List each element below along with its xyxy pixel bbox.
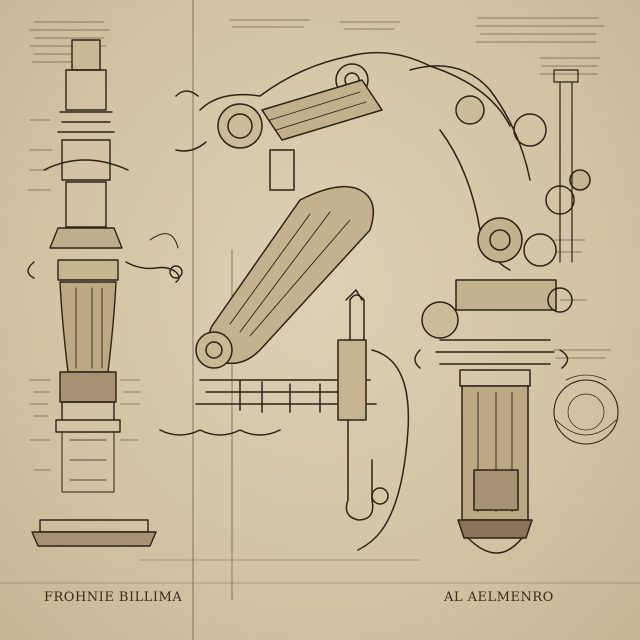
left-mechanical-column [27, 39, 183, 547]
center-robotic-arm [159, 51, 511, 551]
right-armored-column [409, 65, 591, 554]
handwritten-notes [27, 17, 611, 471]
caption-left: FROHNIE BILLIMA [44, 590, 183, 605]
right-rod [553, 69, 579, 263]
caption-right: AL AELMENRO [444, 590, 554, 605]
circular-component-sketch [553, 374, 619, 445]
